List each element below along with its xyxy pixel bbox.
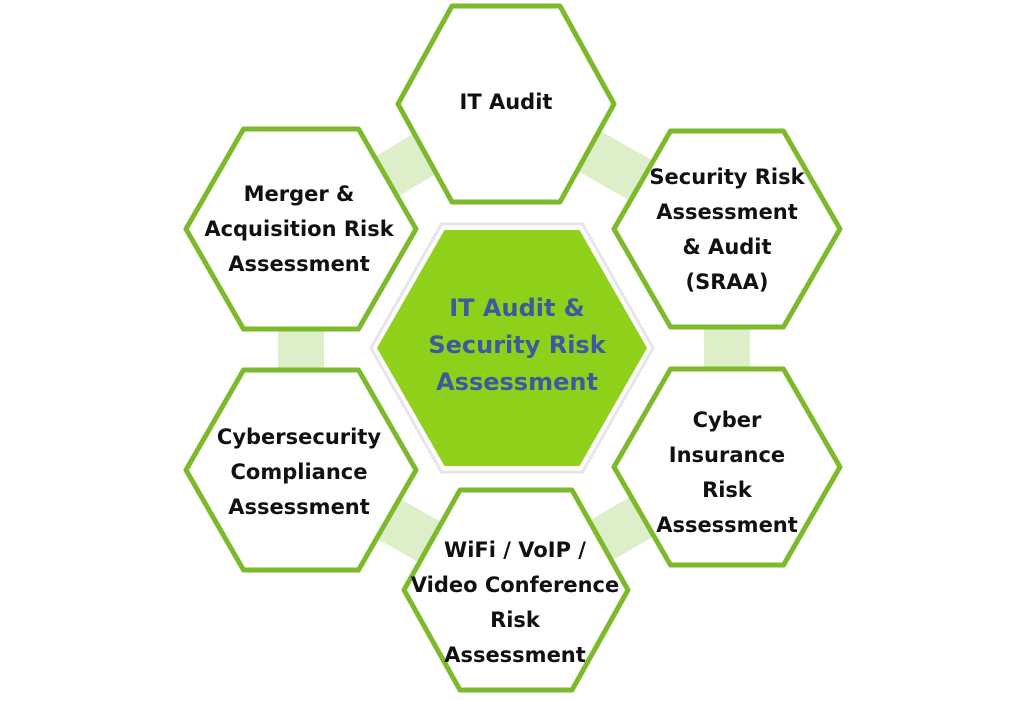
hexagon-it-audit [395, 3, 617, 205]
node-label-wifi-voip: WiFi / VoIP / Video Conference Risk Asse… [410, 538, 620, 667]
hexagon-wifi-voip [401, 487, 631, 693]
node-label-cybersecurity-compliance: Cybersecurity Compliance Assessment [216, 425, 382, 519]
hexagon-cybersecurity-compliance [183, 367, 419, 573]
node-label-cyber-insurance: Cyber Insurance Risk Assessment [656, 408, 798, 537]
node-label-merger-acquisition: Merger & Acquisition Risk Assessment [204, 182, 394, 276]
node-label-security-risk: Security Risk Assessment & Audit (SRAA) [649, 165, 805, 294]
hexagon-layer [183, 3, 843, 693]
hexagon-merger-acquisition [183, 126, 419, 332]
hexagon-security-risk [611, 128, 843, 330]
node-label-it-audit: IT Audit [459, 89, 553, 114]
center-hexagon [377, 230, 647, 466]
hexagon-cyber-insurance [611, 366, 843, 568]
center-hexagon-label: IT Audit & Security Risk Assessment [428, 293, 606, 396]
